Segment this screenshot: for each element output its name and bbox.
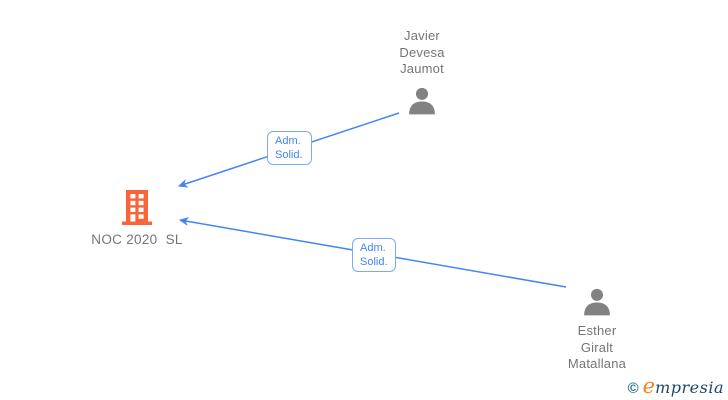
person-node-javier[interactable]: Javier Devesa Jaumot [342,28,502,115]
person-name-line: Jaumot [400,61,444,76]
brand-wordmark: empresia [643,374,724,398]
brand-initial: e [642,374,656,398]
person-node-esther[interactable]: Esther Giralt Matallana [517,288,677,373]
person-icon [409,87,435,114]
person-name-line: Esther [577,323,617,338]
person-name: Javier Devesa Jaumot [342,28,502,78]
empresia-logo[interactable]: © empresia [628,374,724,398]
person-name-line: Matallana [567,356,627,371]
edge-label-javier[interactable]: Adm. Solid. [267,131,312,165]
person-icon [584,288,610,316]
edge-label-line: Solid. [360,256,388,268]
edge-label-esther[interactable]: Adm. Solid. [352,238,396,272]
company-name-label: NOC 2020 SL [91,232,183,247]
building-icon [122,190,152,225]
company-node[interactable]: NOC 2020 SL [57,190,217,247]
person-name-line: Giralt [580,339,614,355]
person-name-line: Devesa [399,44,445,60]
edge-label-line: Adm. [360,241,386,254]
person-name-line: Javier [404,28,440,43]
edge-label-line: Solid. [275,149,303,161]
edge-label-line: Adm. [275,134,301,147]
copyright-icon: © [627,380,639,397]
person-name: Esther Giralt Matallana [517,323,677,373]
brand-rest: mpresia [655,378,724,397]
